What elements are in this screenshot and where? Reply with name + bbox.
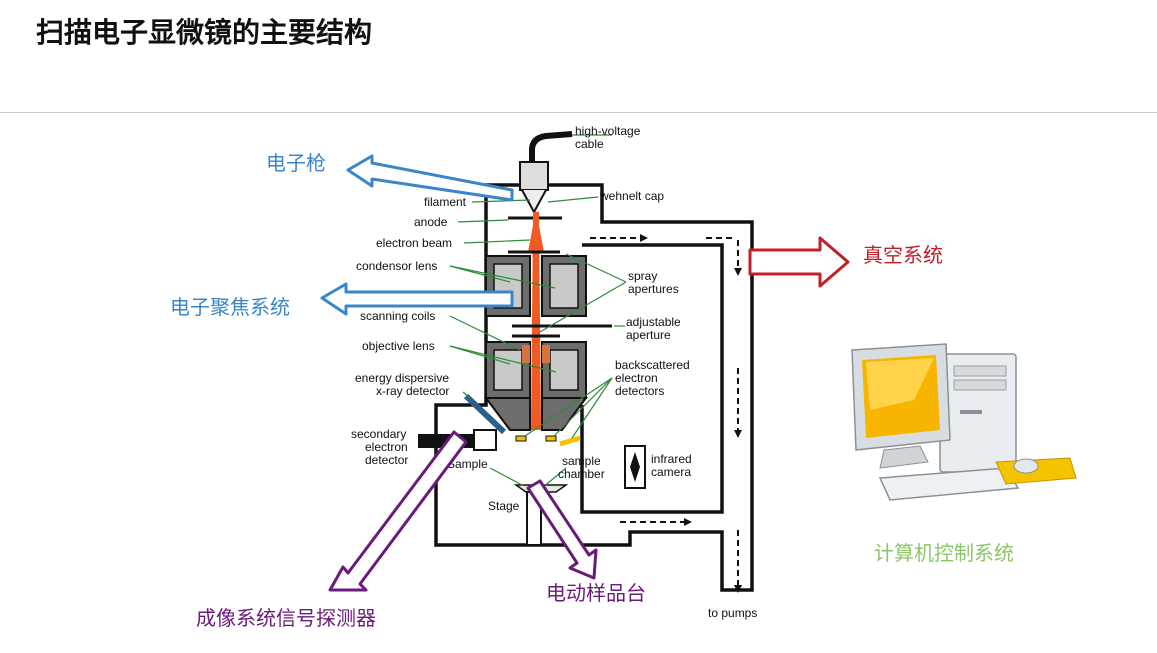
eds-detector <box>463 393 507 435</box>
label-cable: cable <box>575 137 604 151</box>
callout-computer-control: 计算机控制系统 <box>874 541 1014 565</box>
scanning-coil-right <box>542 345 550 363</box>
objective-lens-right-core <box>549 349 579 391</box>
callout-vacuum-system: 真空系统 <box>863 243 943 267</box>
callout-electron-gun: 电子枪 <box>266 151 326 175</box>
label-sample-chamber-1: sample <box>562 454 601 468</box>
electron-gun-arrow <box>346 154 514 202</box>
label-condensor-lens: condensor lens <box>356 259 437 273</box>
label-spray: spray <box>628 269 657 283</box>
electron-beam <box>531 212 541 430</box>
filament-icon <box>521 189 547 215</box>
camera-lens <box>630 452 640 482</box>
label-xray-detector: x-ray detector <box>376 384 449 398</box>
label-adjustable: adjustable <box>626 315 681 329</box>
label-secondary: secondary <box>351 427 406 441</box>
vacuum-flow-arrows <box>590 237 739 585</box>
label-energy-dispersive: energy dispersive <box>355 371 449 385</box>
computer-icon <box>851 343 1077 501</box>
label-anode: anode <box>414 215 448 229</box>
condensor-lens-right-core <box>549 263 579 309</box>
label-secondary-detector: detector <box>365 453 408 467</box>
vacuum-inner-outline <box>580 243 724 514</box>
objective-pole-right <box>541 397 588 431</box>
label-camera: camera <box>651 465 691 479</box>
label-filament: filament <box>424 195 467 209</box>
label-secondary-electron: electron <box>365 440 408 454</box>
focus-system-arrow <box>320 282 514 316</box>
column-outline <box>434 183 754 592</box>
page-title: 扫描电子显微镜的主要结构 <box>36 16 373 49</box>
label-aperture: aperture <box>626 328 671 342</box>
label-electron-beam: electron beam <box>376 236 452 250</box>
label-scanning-coils: scanning coils <box>360 309 435 323</box>
secondary-detector-tip <box>473 429 497 451</box>
leader-lines <box>449 134 627 489</box>
callout-motorized-stage: 电动样品台 <box>546 581 646 605</box>
label-electron: electron <box>615 371 658 385</box>
label-high-voltage: high-voltage <box>575 124 641 138</box>
label-to-pumps: to pumps <box>708 606 757 620</box>
label-wehnelt-cap: wehnelt cap <box>599 189 664 203</box>
electron-beam-top <box>528 210 544 252</box>
label-apertures: apertures <box>628 282 679 296</box>
label-backscattered: backscattered <box>615 358 690 372</box>
label-objective-lens: objective lens <box>362 339 435 353</box>
objective-pole-left <box>484 397 531 431</box>
label-stage: Stage <box>488 499 520 513</box>
vacuum-system-arrow <box>748 236 850 288</box>
scanning-coil-left <box>522 345 530 363</box>
callout-imaging-detector: 成像系统信号探测器 <box>196 606 376 630</box>
gun-housing <box>519 161 549 191</box>
label-sample: Sample <box>447 457 488 471</box>
backscatter-detector-left <box>515 435 527 442</box>
label-sample-chamber-2: chamber <box>558 467 605 481</box>
motorized-stage-arrow <box>526 479 598 580</box>
objective-lens-left-core <box>493 349 523 391</box>
callout-focus-system: 电子聚焦系统 <box>170 295 290 319</box>
title-divider <box>0 112 1157 113</box>
backscatter-detector-angled <box>559 435 581 447</box>
label-infrared: infrared <box>651 452 692 466</box>
vacuum-flow-arrowheads <box>640 234 742 593</box>
high-voltage-cable <box>529 131 573 165</box>
imaging-detector-arrow <box>328 430 468 592</box>
backscatter-detector-right <box>545 435 557 442</box>
label-detectors: detectors <box>615 384 664 398</box>
